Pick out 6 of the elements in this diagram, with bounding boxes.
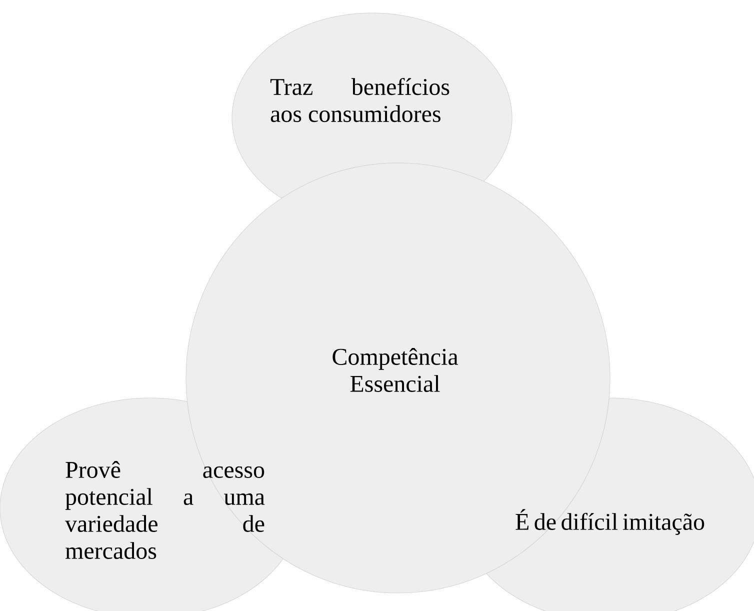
node-text: Competência Essencial bbox=[332, 348, 458, 392]
node-text: Traz benefícios aos consumidores bbox=[270, 78, 450, 122]
ellipse bbox=[486, 398, 754, 611]
node-text: É de difícil imitação bbox=[516, 509, 704, 535]
node-text: Provê acesso potencial a uma variedade de mercados bbox=[65, 461, 265, 559]
ellipse bbox=[0, 398, 284, 611]
